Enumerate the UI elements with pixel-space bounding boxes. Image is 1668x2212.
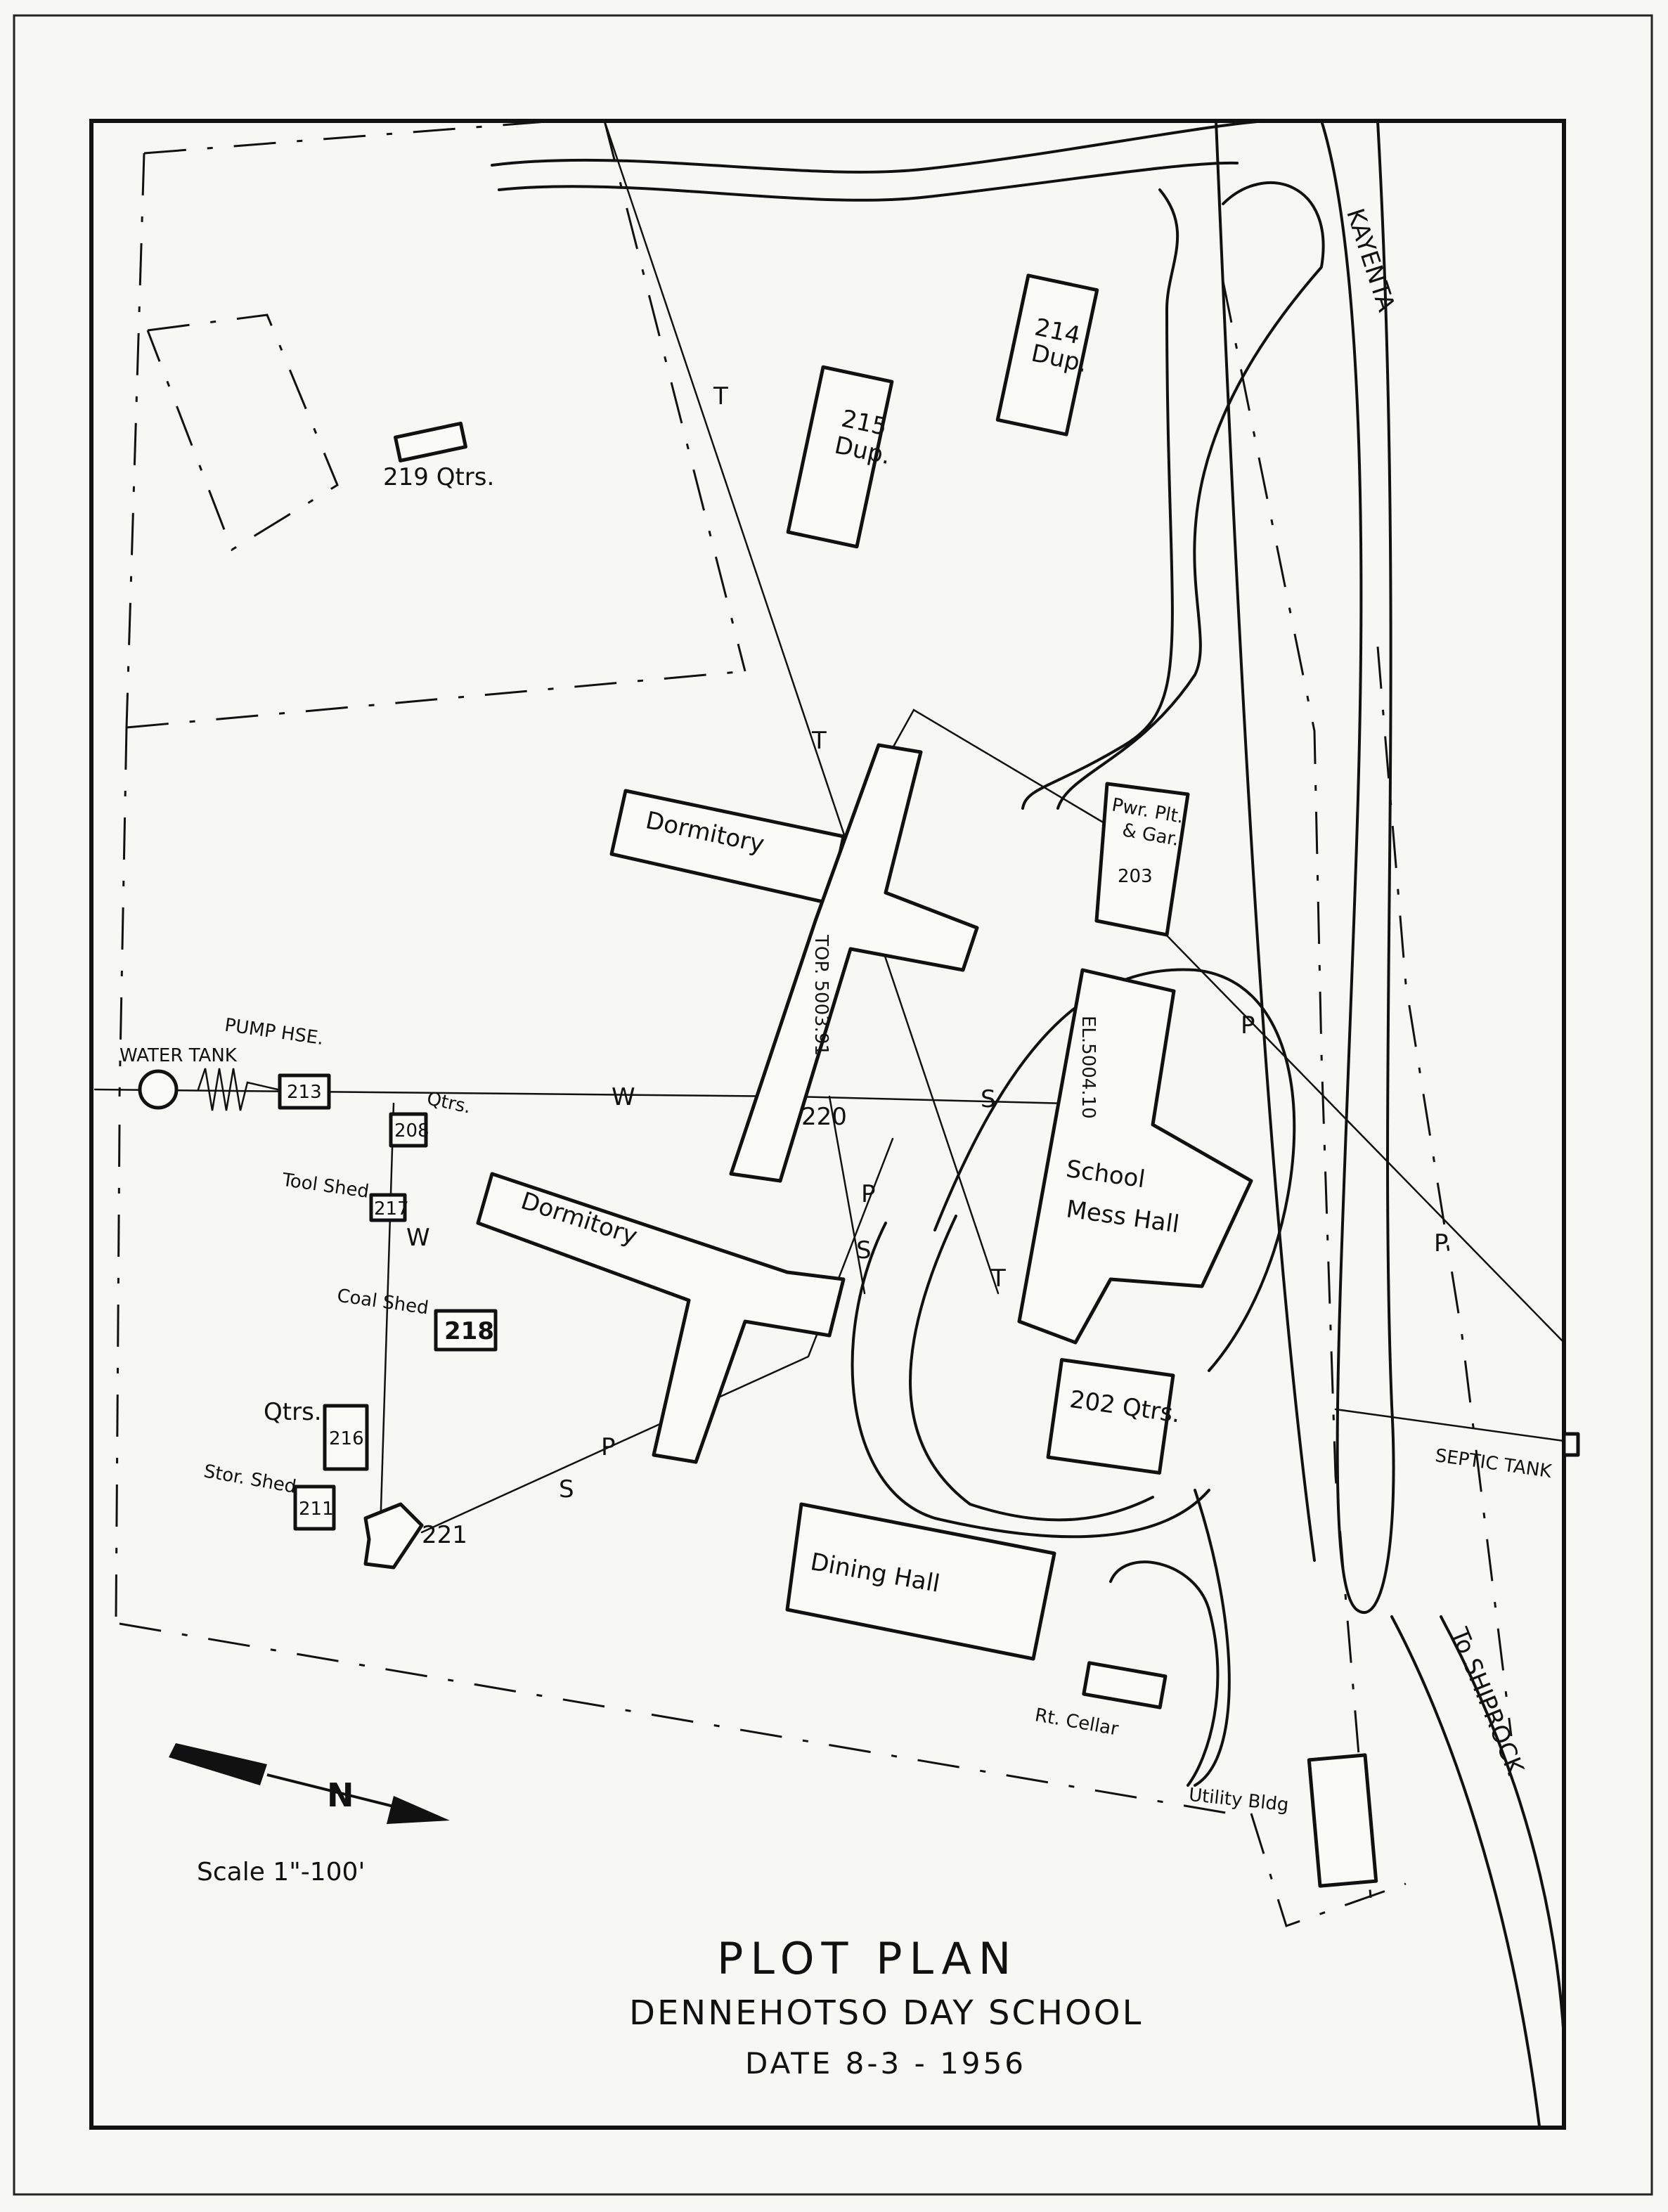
title-block: PLOT PLAN DENNEHOTSO DAY SCHOOL DATE 8-3…	[629, 1933, 1143, 2081]
pwr-plant	[1094, 782, 1190, 937]
title-plot-plan: PLOT PLAN	[717, 1933, 1018, 1984]
label-tool-shed: Tool Shed	[280, 1170, 370, 1203]
label-218: 218	[444, 1317, 494, 1345]
label-power-2: P	[1434, 1229, 1449, 1257]
label-telephone-3: T	[990, 1265, 1006, 1293]
label-telephone-1: T	[713, 382, 728, 410]
label-211: 211	[299, 1499, 334, 1520]
septic-tank	[1562, 1432, 1580, 1457]
label-elev-top: TOP. 5003.91	[810, 934, 832, 1056]
label-208: 208	[394, 1120, 429, 1141]
scale-label: Scale 1"-100'	[197, 1858, 365, 1887]
utility-building	[1307, 1753, 1378, 1888]
label-219: 219 Qtrs.	[383, 463, 494, 491]
label-221: 221	[422, 1521, 467, 1549]
label-rt-cellar: Rt. Cellar	[1033, 1705, 1120, 1740]
title-date: DATE 8-3 - 1956	[745, 2046, 1026, 2081]
label-sewer-1: S	[981, 1085, 996, 1113]
label-sewer-3: S	[559, 1475, 574, 1503]
label-stor-shed: Stor. Shed	[202, 1461, 298, 1498]
label-220: 220	[801, 1103, 847, 1131]
building-221	[363, 1502, 424, 1570]
label-telephone-2: T	[811, 727, 827, 755]
building-220	[729, 743, 979, 1183]
label-power-1: P	[1241, 1011, 1255, 1040]
building-215	[786, 365, 894, 549]
title-school-name: DENNEHOTSO DAY SCHOOL	[629, 1993, 1143, 2033]
building-214	[995, 273, 1099, 436]
map-border	[89, 119, 1566, 2130]
label-shiprock: To SHIPROCK	[1444, 1624, 1530, 1780]
water-tank	[138, 1069, 179, 1110]
label-213: 213	[287, 1082, 322, 1103]
label-coal-shed: Coal Shed	[336, 1286, 430, 1319]
building-217	[369, 1193, 407, 1222]
building-216	[323, 1404, 369, 1471]
building-208	[389, 1112, 428, 1148]
label-217: 217	[374, 1198, 409, 1220]
outer-frame	[13, 14, 1653, 2196]
label-water-1: W	[612, 1083, 635, 1111]
fence-lines	[115, 119, 1513, 1927]
roads	[491, 119, 1565, 2128]
label-power-4: P	[861, 1180, 876, 1208]
dining-hall	[785, 1502, 1056, 1661]
dormitory-south	[476, 1172, 846, 1464]
label-septic-tank: SEPTIC TANK	[1434, 1445, 1553, 1482]
building-219	[393, 421, 467, 463]
root-cellar	[1082, 1661, 1168, 1709]
pump-zigzag	[197, 1068, 279, 1111]
north-arrow-icon: N	[169, 1743, 450, 1824]
label-pump-house: PUMP HSE.	[224, 1015, 325, 1049]
label-utility-bldg: Utility Bldg	[1188, 1785, 1290, 1816]
label-qtrs-216: Qtrs.	[264, 1398, 322, 1426]
map-labels: 219 Qtrs. 214 Dup. 215 Dup. Pwr. Plt. & …	[119, 205, 1553, 1816]
buildings	[138, 273, 1580, 1888]
label-216: 216	[329, 1428, 364, 1449]
label-203: 203	[1118, 866, 1153, 887]
label-sewer-2: S	[856, 1236, 872, 1265]
label-water-tank: WATER TANK	[119, 1045, 238, 1066]
building-202	[1046, 1358, 1175, 1475]
building-211	[293, 1485, 336, 1531]
label-power-3: P	[601, 1433, 616, 1461]
school-mess-hall	[1017, 968, 1253, 1345]
north-letter: N	[327, 1776, 354, 1814]
label-elev-el: EL.5004.10	[1078, 1016, 1099, 1119]
label-water-2: W	[406, 1224, 430, 1252]
building-218	[434, 1309, 498, 1352]
building-213	[278, 1073, 331, 1110]
